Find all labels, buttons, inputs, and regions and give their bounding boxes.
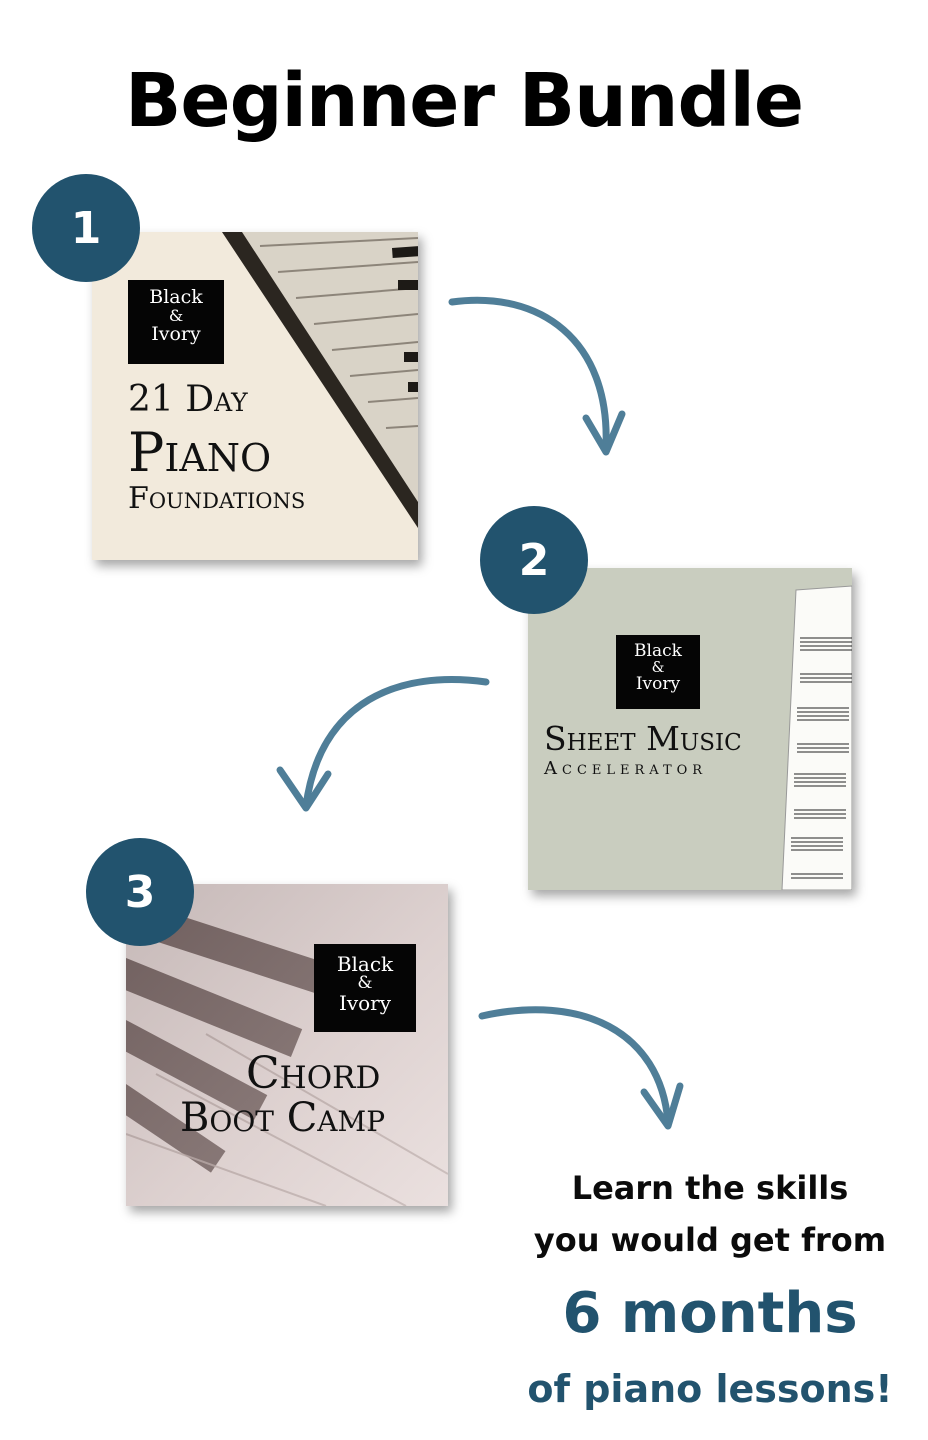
course-card-piano-foundations[interactable]: Black & Ivory 21 Day Piano Foundations — [92, 232, 418, 560]
arrow-3-to-text-head — [640, 1082, 684, 1130]
course-title-line2: Accelerator — [544, 758, 708, 779]
tagline-line-2: you would get from — [533, 1221, 887, 1259]
arrow-2-to-3-head — [276, 766, 332, 812]
page-title: Beginner Bundle — [124, 58, 804, 144]
step-badge-3: 3 — [86, 838, 194, 946]
arrow-1-to-2 — [448, 296, 610, 450]
arrow-3-to-text — [478, 1006, 672, 1126]
arrow-1-to-2-head — [582, 410, 626, 456]
sheet-music-image — [781, 585, 852, 890]
course-card-sheet-music[interactable]: Black & Ivory Sheet Music Accelerator — [528, 568, 852, 890]
arrow-2-to-3 — [302, 676, 490, 810]
course-title: Chord — [246, 1048, 381, 1099]
piano-keys-image — [126, 884, 448, 1206]
course-title: Sheet Music — [544, 719, 742, 758]
black-ivory-logo: Black & Ivory — [616, 635, 700, 709]
step-badge-2: 2 — [480, 506, 588, 614]
step-badge-1: 1 — [32, 174, 140, 282]
piano-keys-image — [222, 232, 418, 528]
black-ivory-logo: Black & Ivory — [128, 280, 224, 364]
black-ivory-logo: Black & Ivory — [314, 944, 416, 1032]
course-title-line2: Foundations — [128, 481, 306, 516]
course-subtitle: 21 Day — [128, 379, 248, 420]
course-title: Piano — [128, 421, 272, 484]
course-title-line2: Boot Camp — [180, 1095, 386, 1141]
tagline-highlight: 6 months — [562, 1281, 858, 1346]
course-card-chord-boot-camp[interactable]: Black & Ivory Chord Boot Camp — [126, 884, 448, 1206]
tagline-line-1: Learn the skills — [571, 1169, 849, 1207]
tagline-line-3: of piano lessons! — [527, 1367, 893, 1411]
